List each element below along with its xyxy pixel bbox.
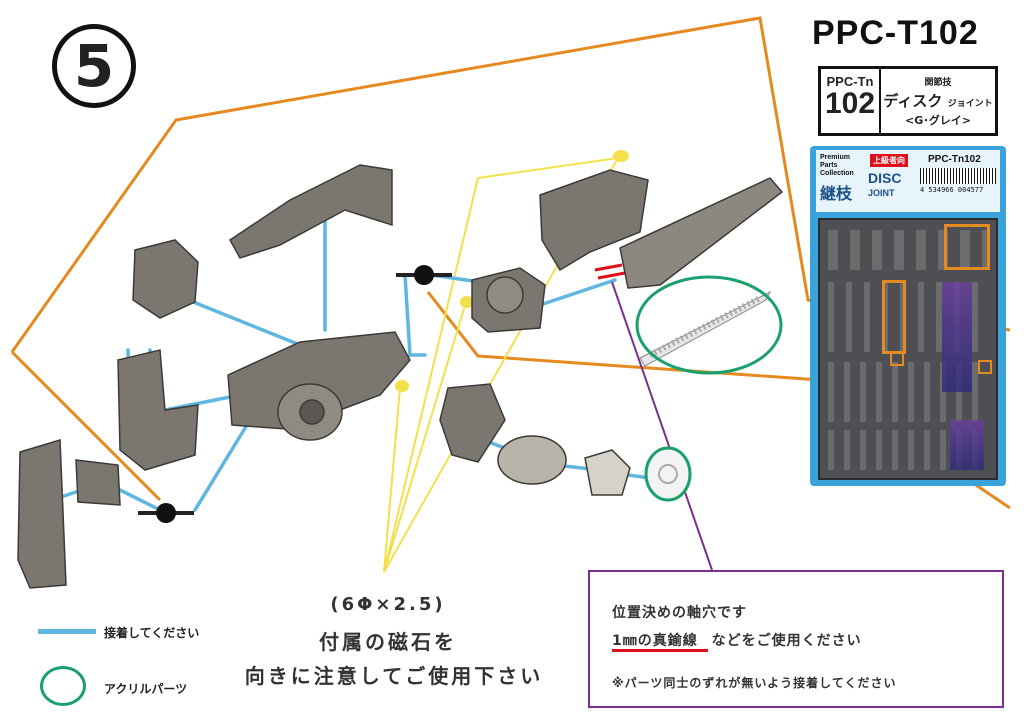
runner-row xyxy=(828,230,988,270)
highlight-box xyxy=(890,352,904,366)
purple-part xyxy=(942,282,972,392)
note-title: 位置決めの軸穴です xyxy=(612,605,747,621)
magnet-note-line2: 付属の磁石を xyxy=(319,630,457,654)
magnet-pair-lower xyxy=(138,503,194,523)
brand-line: Collection xyxy=(820,170,854,177)
brand-line: Premium xyxy=(820,154,850,161)
acrylic-blade-part xyxy=(639,290,772,367)
axis-hole-marks xyxy=(594,263,626,280)
shoulder-armor-part xyxy=(132,239,199,319)
badge-code: PPC-Tn xyxy=(826,74,874,89)
note-line2: 1㎜の真鍮線 などをご使用ください xyxy=(612,630,862,650)
highlight-box xyxy=(882,280,906,354)
package-brand: Premium Parts Collection xyxy=(820,154,854,178)
note-leader-line xyxy=(611,281,713,571)
note-line2-rest: などをご使用ください xyxy=(711,633,862,649)
magnet-marker-mid xyxy=(460,296,474,308)
badge-color: <G･グレイ> xyxy=(905,114,971,127)
series-glyph: 継枝 xyxy=(820,184,853,203)
acrylic-ring-small xyxy=(644,446,692,502)
acrylic-legend-label: アクリルパーツ xyxy=(104,682,188,696)
glue-legend-label: 接着してください xyxy=(104,626,200,640)
runner-code: PPC-Tn102 xyxy=(928,154,981,165)
model-parts xyxy=(17,164,784,589)
top-badge: 上級者向 xyxy=(870,154,908,167)
small-joint-part xyxy=(75,459,121,506)
badge-name: ディスク ジョイント xyxy=(881,90,995,111)
magnet-pair-upper xyxy=(396,265,452,285)
acrylic-legend-ring xyxy=(40,666,86,706)
step-number: 5 xyxy=(52,24,136,108)
axis-hole-note: 位置決めの軸穴です 1㎜の真鍮線 などをご使用ください ※パーツ同士のずれが無い… xyxy=(588,570,1004,708)
glue-legend-line xyxy=(38,629,96,634)
barcode-icon xyxy=(920,168,996,184)
leg-plate-part xyxy=(17,439,67,589)
badge-name-block: 関節技 ディスク ジョイント <G･グレイ> xyxy=(881,69,995,133)
acrylic-ring-blade xyxy=(635,275,783,375)
brand-line: Parts xyxy=(820,162,838,169)
magnet-marker-top xyxy=(613,150,629,162)
blade-grip-part xyxy=(539,169,649,272)
purple-part xyxy=(950,420,984,470)
badge-name-main: ディスク xyxy=(883,92,943,110)
joint-label: JOINT xyxy=(868,188,895,198)
hip-connector-part xyxy=(117,349,199,471)
product-code: PPC-T102 xyxy=(812,14,979,52)
product-badge: PPC-Tn 102 関節技 ディスク ジョイント <G･グレイ> xyxy=(818,66,998,136)
magnet-marker-low xyxy=(395,380,409,392)
long-blade-part xyxy=(619,177,784,289)
badge-category: 関節技 xyxy=(924,78,952,88)
note-emphasis: 1㎜の真鍮線 xyxy=(612,633,698,649)
magnet-size: (6Φ×2.5) xyxy=(330,594,446,615)
badge-code-block: PPC-Tn 102 xyxy=(821,69,881,133)
package-photo: Premium Parts Collection 継枝 上級者向 DISC JO… xyxy=(810,146,1006,486)
badge-name-sub: ジョイント xyxy=(947,99,993,109)
disc-label: DISC xyxy=(868,170,902,186)
magnet-note-line3: 向きに注意してご使用下さい xyxy=(244,664,544,688)
runner-frame xyxy=(818,218,998,480)
note-line3: ※パーツ同士のずれが無いよう接着してください xyxy=(612,676,897,690)
ring-part xyxy=(584,449,631,496)
barcode-digits: 4 534966 004577 xyxy=(920,186,984,194)
note-emphasis-underline xyxy=(612,649,708,652)
torso-block-part xyxy=(227,331,411,431)
highlight-box xyxy=(978,360,992,374)
disc-cap-part xyxy=(439,383,506,463)
badge-number: 102 xyxy=(824,87,876,120)
round-shell-part xyxy=(497,435,567,485)
highlight-box xyxy=(944,224,990,270)
orange-callout-edge xyxy=(10,350,162,502)
package-header: Premium Parts Collection 継枝 上級者向 DISC JO… xyxy=(816,150,1000,212)
forearm-blade-part xyxy=(229,164,393,259)
